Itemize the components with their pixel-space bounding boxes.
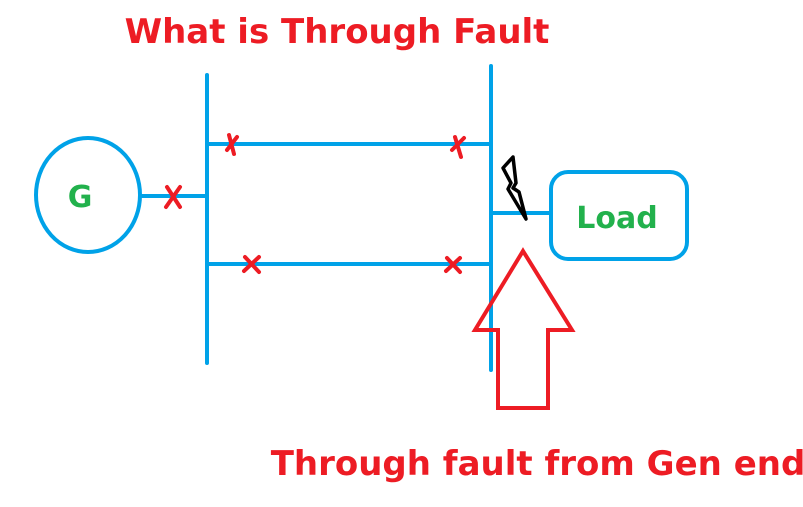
breaker-icon <box>444 256 462 274</box>
load: Load <box>549 170 689 261</box>
diagram-title: What is Through Fault <box>125 12 550 52</box>
fault-current-arrow-icon <box>471 247 576 410</box>
breaker-icon <box>242 255 261 274</box>
breaker-icon <box>225 133 239 156</box>
diagram-caption: Through fault from Gen end <box>271 444 803 484</box>
breaker-icon <box>450 135 466 159</box>
load-label: Load <box>576 201 657 236</box>
fault-lightning-icon <box>501 155 528 221</box>
generator-label: G <box>68 180 93 215</box>
load-box <box>549 170 689 261</box>
breaker-icon <box>164 185 182 209</box>
generator: G <box>34 136 142 254</box>
